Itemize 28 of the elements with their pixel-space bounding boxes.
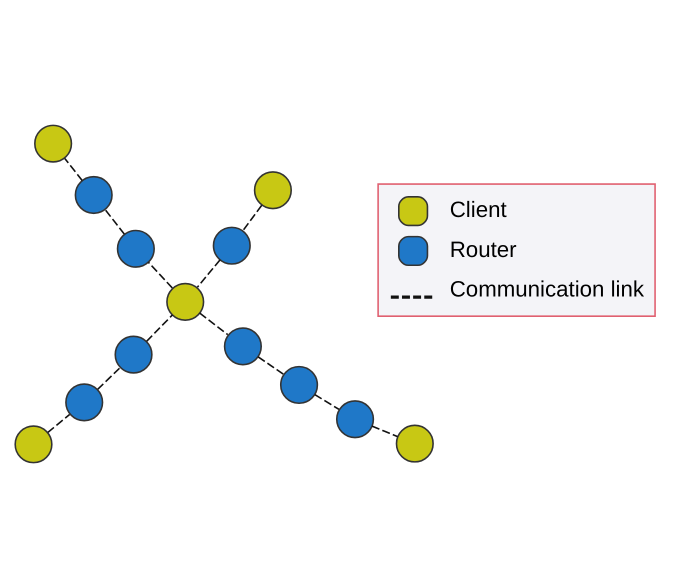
node-circle	[116, 229, 155, 268]
connector	[64, 157, 83, 180]
connector	[199, 312, 228, 335]
node-circle	[212, 226, 251, 264]
connector	[258, 356, 284, 374]
connector	[97, 366, 120, 390]
connector	[242, 204, 262, 231]
connector	[148, 261, 173, 288]
node-circle	[396, 424, 434, 462]
node-circle	[224, 326, 262, 365]
node-circle	[166, 282, 204, 320]
node-circle	[65, 382, 104, 421]
node-circle	[254, 170, 292, 209]
legend-label: Client	[450, 196, 507, 222]
legend-label: Router	[450, 236, 517, 262]
connector	[104, 209, 125, 234]
node-circle	[74, 175, 113, 214]
node-circle	[336, 400, 374, 438]
node-circle	[34, 124, 72, 162]
connector	[196, 258, 221, 288]
connector	[372, 424, 398, 437]
node-circle	[14, 424, 53, 463]
connector	[47, 413, 70, 433]
legend-label: Communication link	[450, 276, 644, 302]
connector	[314, 393, 340, 410]
node-circle	[114, 335, 153, 374]
node-circle	[280, 365, 318, 404]
connector	[146, 314, 173, 342]
